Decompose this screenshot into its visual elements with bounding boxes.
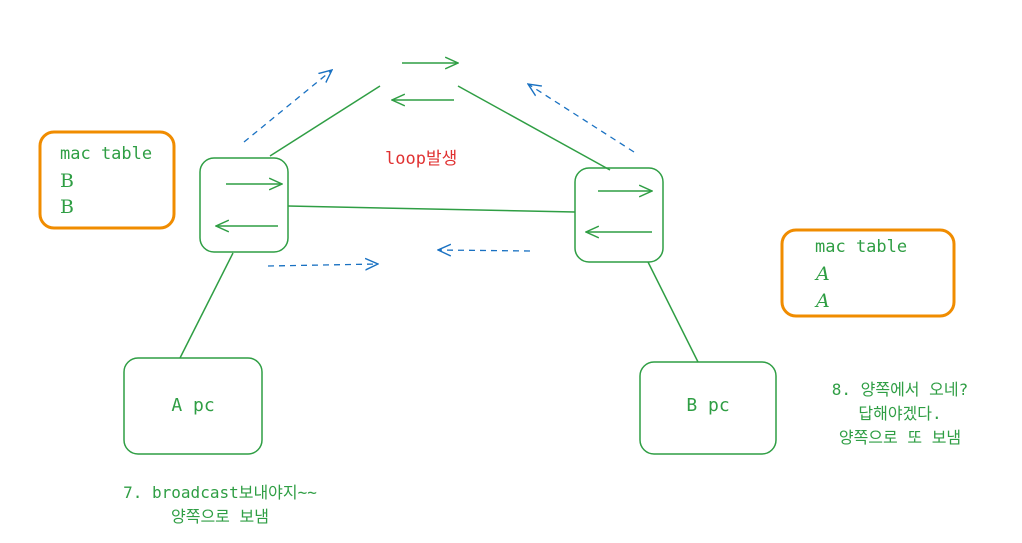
mac-table-right-title: mac table — [815, 237, 908, 257]
link-switch-to-switch — [287, 205, 576, 213]
mac-table-right-entry: A — [816, 263, 830, 285]
note-step-7-line: 7. broadcast보내야지~~ — [123, 483, 317, 502]
a-pc-box — [123, 357, 263, 455]
mac-table-right-box — [780, 228, 956, 318]
mac-table-left-title: mac table — [60, 144, 153, 164]
note-step-7: 7. broadcast보내야지~~ 양쪽으로 보냄 — [70, 481, 370, 529]
b-pc-label: B pc — [686, 395, 730, 416]
note-step-8: 8. 양쪽에서 오네? 답해야겠다. 양쪽으로 또 보냄 — [800, 378, 1000, 450]
mac-table-left-entry: B — [60, 170, 74, 192]
note-step-8-line: 양쪽으로 또 보냄 — [838, 428, 962, 447]
mac-table-left-entry: B — [60, 196, 74, 218]
right-switch — [574, 167, 664, 263]
flow-arrow-middle-left — [438, 250, 531, 251]
note-step-8-line: 답해야겠다. — [858, 404, 942, 423]
flow-arrow-up-right — [528, 84, 635, 153]
a-pc-label: A pc — [171, 395, 215, 416]
b-pc-box — [639, 361, 777, 455]
note-step-7-line: 양쪽으로 보냄 — [171, 507, 269, 526]
link-left-switch-a-pc — [179, 252, 234, 359]
link-top-right-switch — [457, 85, 611, 171]
mac-table-left-box — [38, 130, 176, 230]
flow-arrow-up-left — [243, 70, 332, 143]
note-step-8-line: 8. 양쪽에서 오네? — [831, 380, 969, 399]
mac-table-right-entry: A — [816, 290, 830, 312]
left-switch — [199, 157, 289, 253]
link-right-switch-b-pc — [647, 261, 699, 363]
flow-arrow-middle-right — [267, 264, 378, 266]
loop-label: loop발생 — [385, 149, 458, 169]
link-left-switch-top — [269, 85, 381, 157]
